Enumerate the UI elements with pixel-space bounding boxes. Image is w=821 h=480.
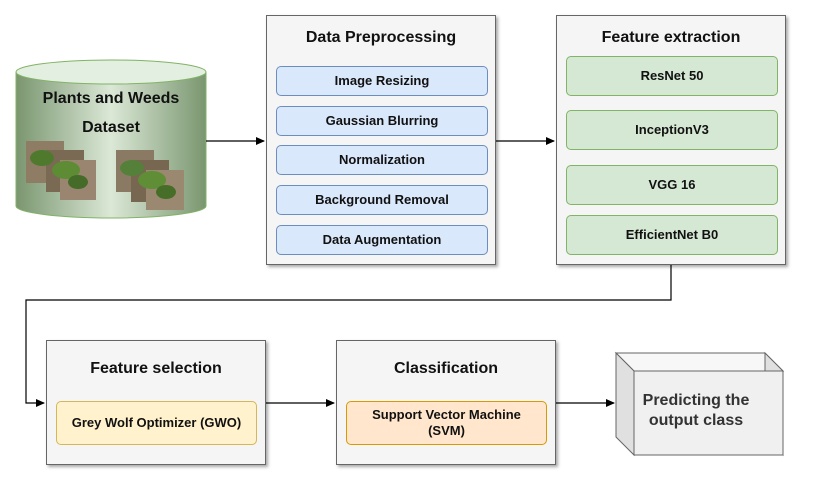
dataset-image-thumbnails <box>26 141 184 210</box>
selection-title: Feature selection <box>90 360 222 377</box>
preprocessing-title: Data Preprocessing <box>305 29 457 46</box>
dataset-label-line2: Dataset <box>82 119 140 136</box>
step-image-resizing: Image Resizing <box>276 66 488 96</box>
extraction-panel: Feature extraction ResNet 50 InceptionV3… <box>556 15 786 265</box>
method-gwo: Grey Wolf Optimizer (GWO) <box>56 401 257 445</box>
preprocessing-panel: Data Preprocessing Image Resizing Gaussi… <box>266 15 496 265</box>
output-label: Predicting the output class <box>636 391 756 431</box>
model-vgg16: VGG 16 <box>566 165 778 205</box>
output-label-line2: output class <box>648 412 744 429</box>
step-data-augmentation: Data Augmentation <box>276 225 488 255</box>
extraction-title: Feature extraction <box>601 29 741 46</box>
model-efficientnet-b0: EfficientNet B0 <box>566 215 778 255</box>
classification-panel: Classification Support Vector Machine (S… <box>336 340 556 465</box>
step-gaussian-blurring: Gaussian Blurring <box>276 106 488 136</box>
classification-title: Classification <box>393 360 499 377</box>
step-normalization: Normalization <box>276 145 488 175</box>
output-label-line1: Predicting the <box>642 392 750 409</box>
thumbnail-stack-left <box>26 141 96 200</box>
dataset-label-line1: Plants and Weeds <box>42 90 180 107</box>
thumbnail-stack-right <box>116 150 184 210</box>
step-background-removal: Background Removal <box>276 185 488 215</box>
selection-panel: Feature selection Grey Wolf Optimizer (G… <box>46 340 266 465</box>
arrow-extraction-to-selection <box>25 265 672 407</box>
method-svm: Support Vector Machine (SVM) <box>346 401 547 445</box>
model-resnet50: ResNet 50 <box>566 56 778 96</box>
output-cube <box>614 351 785 457</box>
model-inceptionv3: InceptionV3 <box>566 110 778 150</box>
